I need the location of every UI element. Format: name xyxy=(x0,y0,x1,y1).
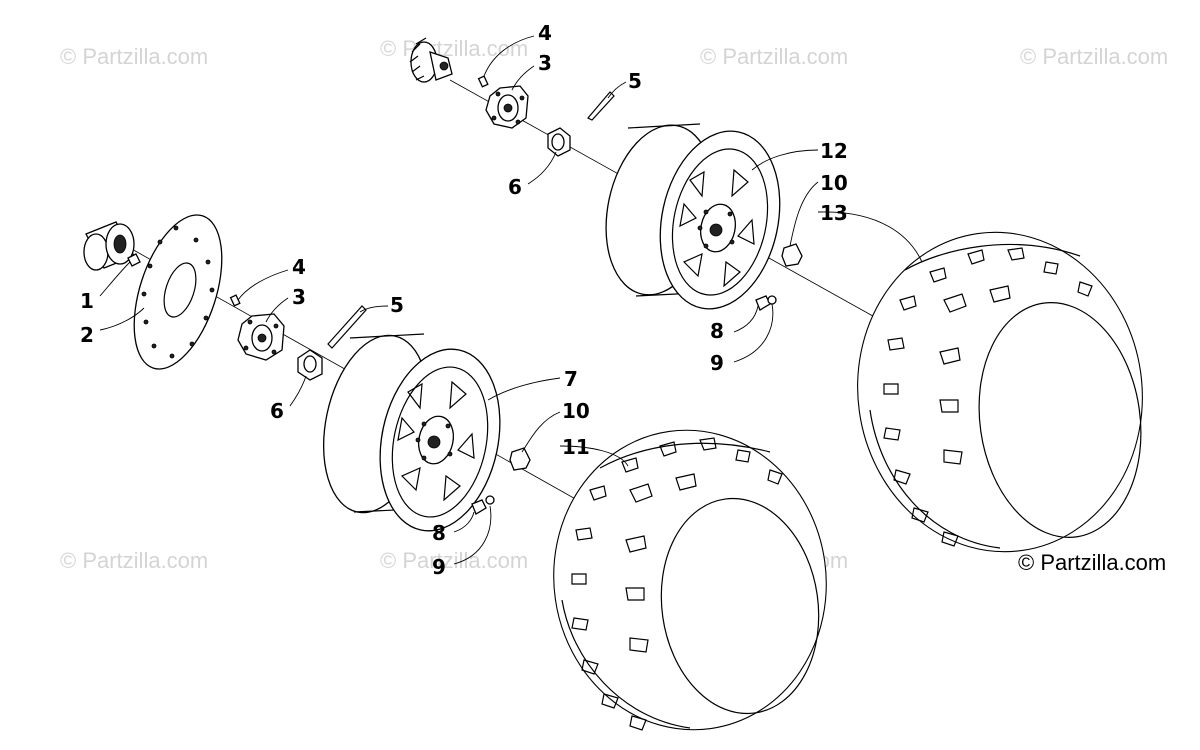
copyright-notice: © Partzilla.com xyxy=(1018,550,1166,575)
watermark: © Partzilla.com xyxy=(1020,44,1168,69)
callout-9: 9 xyxy=(710,351,724,375)
watermark: © Partzilla.com xyxy=(380,36,528,61)
leader-lines xyxy=(99,35,923,565)
watermark: © Partzilla.com xyxy=(60,44,208,69)
callout-4: 4 xyxy=(292,255,306,279)
watermark: © Partzilla.com xyxy=(380,548,528,573)
watermark: © Partzilla.com xyxy=(60,548,208,573)
cotter-pin-part-5 xyxy=(327,305,367,349)
axle-stub-rear xyxy=(409,37,453,83)
callout-10: 10 xyxy=(562,399,590,423)
watermark-layer: © Partzilla.com © Partzilla.com © Partzi… xyxy=(60,36,1168,573)
callout-5: 5 xyxy=(628,69,642,93)
callout-1: 1 xyxy=(80,289,94,313)
callout-6: 6 xyxy=(270,399,284,423)
callout-2: 2 xyxy=(80,323,94,347)
callout-3: 3 xyxy=(292,285,306,309)
wheel-rim-part-12 xyxy=(605,123,781,310)
nut-part-6 xyxy=(547,127,571,157)
callout-8: 8 xyxy=(710,319,724,343)
callout-7: 7 xyxy=(564,367,578,391)
bolt-part-4 xyxy=(229,294,241,307)
valve-stem-part-8 xyxy=(471,495,495,515)
callout-13: 13 xyxy=(820,201,848,225)
nut-part-6 xyxy=(297,349,323,381)
lug-nut-part-10 xyxy=(781,243,803,267)
callout-8: 8 xyxy=(432,521,446,545)
callout-11: 11 xyxy=(562,435,590,459)
tire-part-11 xyxy=(553,429,827,731)
cotter-pin-part-5 xyxy=(587,91,615,121)
callout-labels: 1 2 3 4 5 6 7 8 9 10 11 3 4 5 6 8 9 10 1… xyxy=(80,21,848,579)
callout-9: 9 xyxy=(432,555,446,579)
hub-part-3 xyxy=(237,313,285,361)
tire-part-13 xyxy=(857,231,1143,553)
callout-3: 3 xyxy=(538,51,552,75)
brake-disc-part-2 xyxy=(133,214,223,370)
callout-10: 10 xyxy=(820,171,848,195)
bearing-housing xyxy=(83,221,135,271)
callout-12: 12 xyxy=(820,139,848,163)
lug-nut-part-10 xyxy=(509,447,531,471)
callout-6: 6 xyxy=(508,175,522,199)
wheel-rim-part-7 xyxy=(322,333,501,532)
bolt-part-1 xyxy=(127,253,141,267)
watermark: © Partzilla.com xyxy=(700,44,848,69)
hub-part-3 xyxy=(485,85,529,129)
callout-4: 4 xyxy=(538,21,552,45)
callout-5: 5 xyxy=(390,293,404,317)
bolt-part-4 xyxy=(477,75,489,88)
